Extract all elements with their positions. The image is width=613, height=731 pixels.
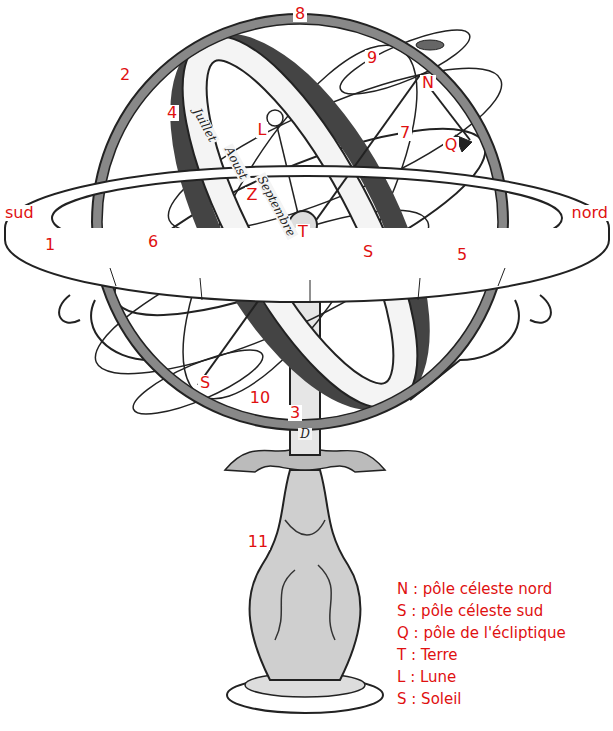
engraved-text: D xyxy=(298,428,312,440)
callout-label: 1 xyxy=(43,237,57,253)
callout-label: 2 xyxy=(118,67,132,83)
callout-label: S xyxy=(361,244,375,260)
legend-entry: T : Terre xyxy=(397,648,458,663)
callout-label: 5 xyxy=(455,247,469,263)
legend-entry: S : pôle céleste sud xyxy=(397,604,543,619)
callout-label: 7 xyxy=(398,125,412,141)
callout-label: 6 xyxy=(146,234,160,250)
zodiac-band xyxy=(156,23,444,422)
legend-entry: N : pôle céleste nord xyxy=(397,582,552,597)
callout-label: 8 xyxy=(293,6,307,22)
zodiac-band-edge xyxy=(156,23,444,422)
callout-label: S xyxy=(198,375,212,391)
legend-entry: L : Lune xyxy=(397,670,456,685)
callout-label: 10 xyxy=(248,390,272,406)
callout-label: 3 xyxy=(288,405,302,421)
meridian-ring-fill xyxy=(97,19,503,425)
stand-vase xyxy=(250,470,361,680)
dark-band xyxy=(133,9,467,435)
callout-label: 11 xyxy=(246,534,270,550)
legend-entry: S : Soleil xyxy=(397,692,462,707)
vase-ornament xyxy=(275,520,335,640)
callout-label: sud xyxy=(3,205,36,221)
callout-label: nord xyxy=(570,205,610,221)
pole-cap xyxy=(416,40,444,50)
callout-label: N xyxy=(420,75,436,91)
meridian-ring-inner xyxy=(102,24,498,420)
callout-label: 4 xyxy=(165,105,179,121)
moon-globe xyxy=(267,110,283,126)
callout-label: T xyxy=(296,224,310,240)
callout-label: Q xyxy=(443,137,460,153)
callout-label: L xyxy=(256,122,269,138)
legend-entry: Q : pôle de l'écliptique xyxy=(397,626,566,641)
callout-label: Z xyxy=(245,187,260,203)
meridian-ring-outer xyxy=(92,14,508,430)
callout-label: 9 xyxy=(365,50,379,66)
horizon-divisions xyxy=(110,268,505,302)
